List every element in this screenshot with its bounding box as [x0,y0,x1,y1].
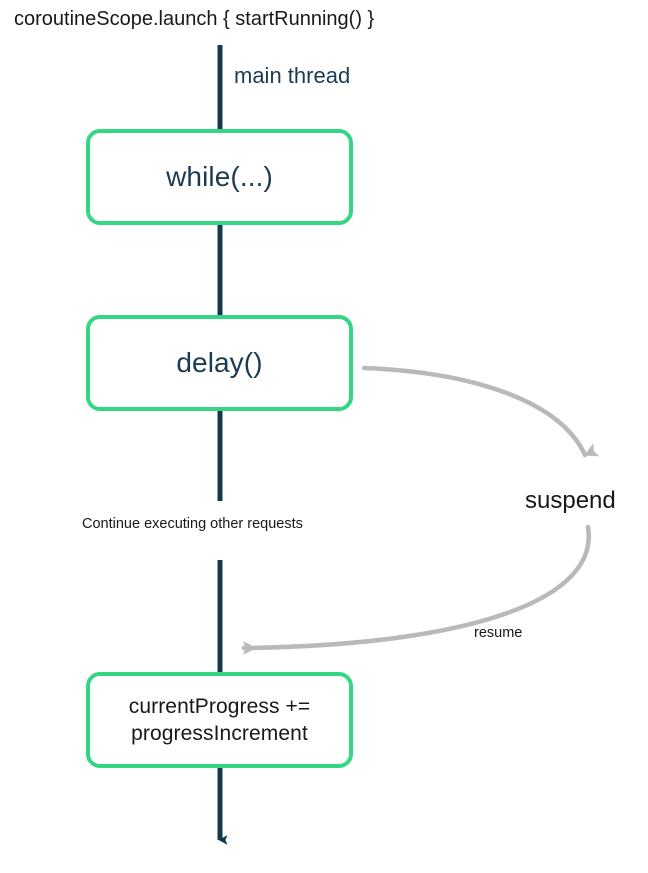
node-while[interactable]: while(...) [86,129,353,225]
suspend-label: suspend [525,487,616,514]
node-progress-update[interactable]: currentProgress += progressIncrement [86,672,353,768]
node-delay[interactable]: delay() [86,315,353,411]
node-delay-label: delay() [176,347,263,379]
node-progress-text: currentProgress += progressIncrement [129,693,311,748]
main-thread-label: main thread [234,63,351,88]
node-progress-line2: progressIncrement [131,722,308,745]
node-while-label: while(...) [166,161,273,193]
node-progress-line1: currentProgress += [128,694,311,718]
continue-executing-note: Continue executing other requests [82,516,303,532]
diagram-title: coroutineScope.launch { startRunning() } [14,8,375,30]
resume-label: resume [474,625,523,641]
suspend-arc [361,365,600,458]
resume-arc [241,524,591,655]
